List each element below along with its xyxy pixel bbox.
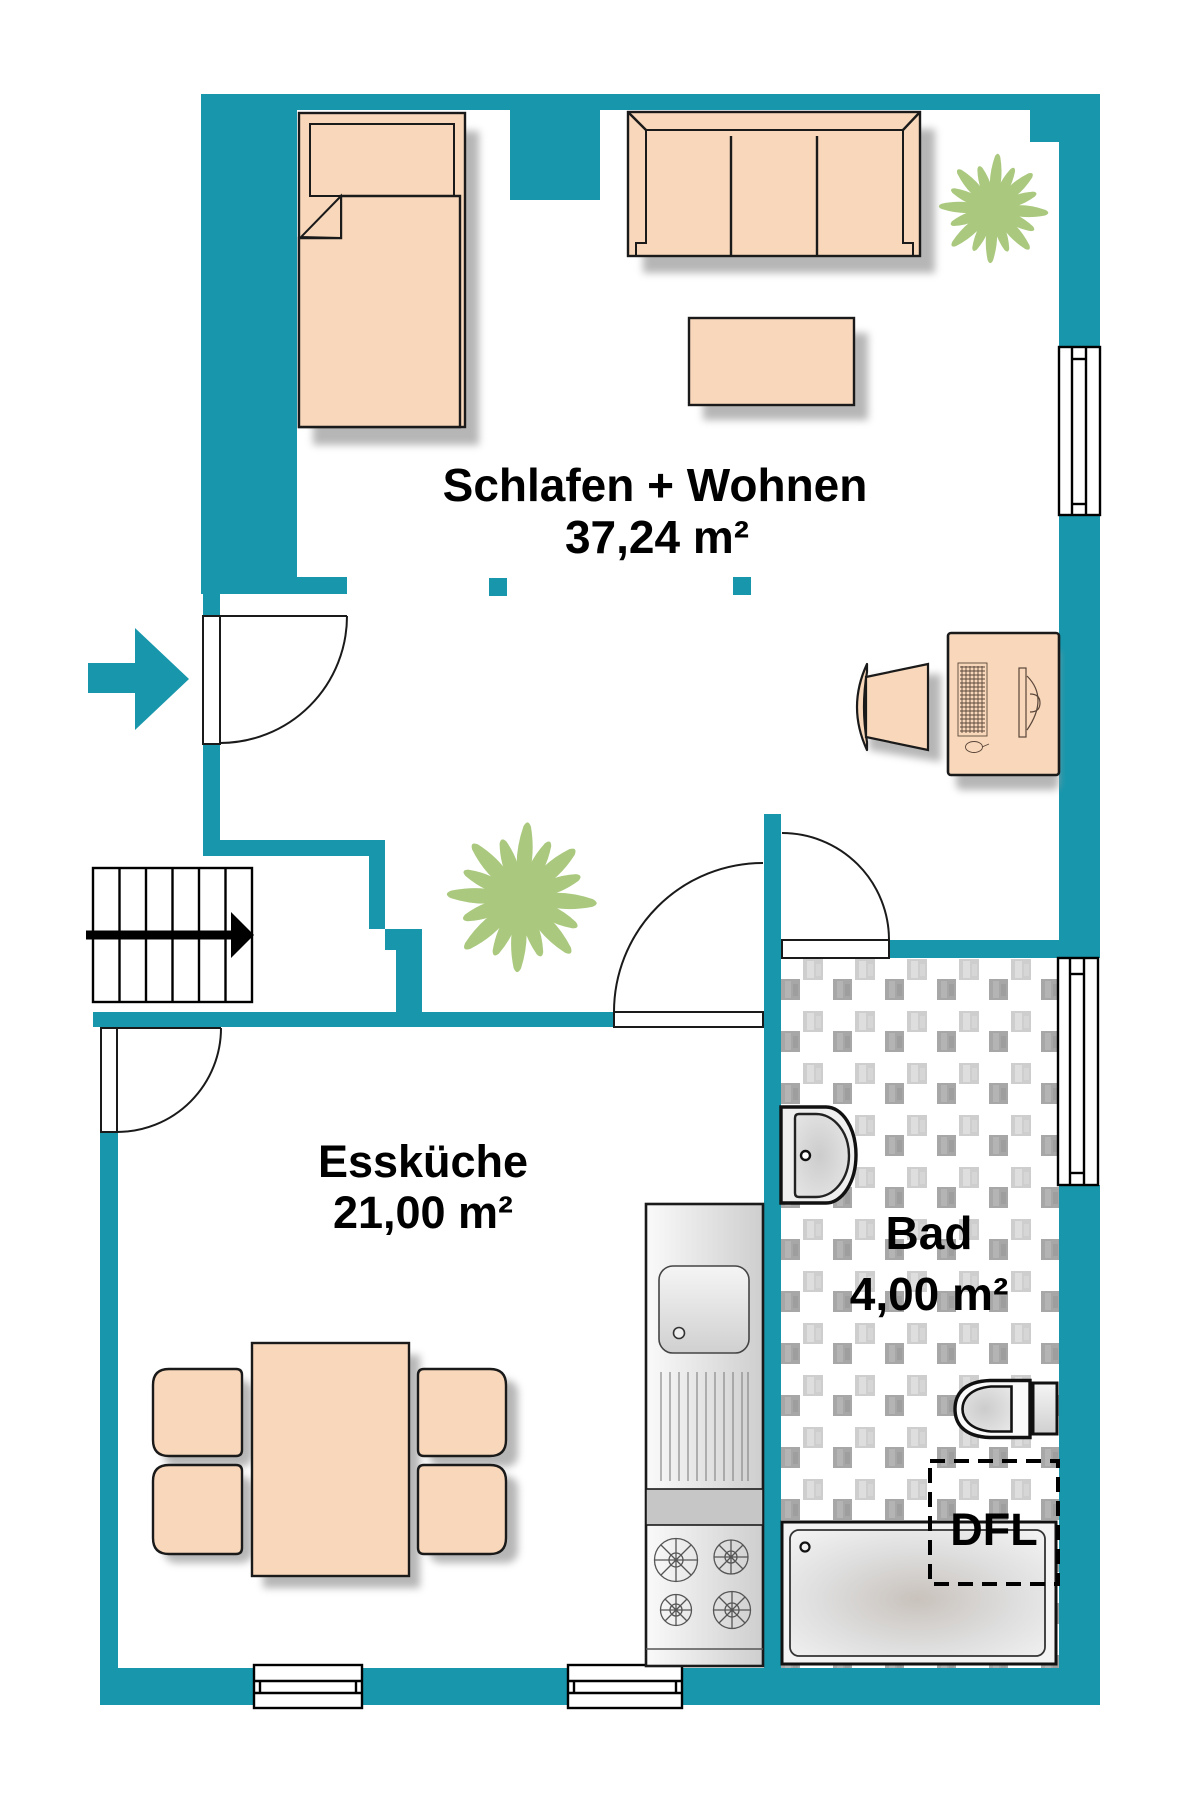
svg-text:Schlafen + Wohnen: Schlafen + Wohnen: [443, 459, 868, 511]
svg-text:4,00 m²: 4,00 m²: [850, 1268, 1009, 1320]
svg-text:21,00 m²: 21,00 m²: [333, 1187, 513, 1238]
svg-text:37,24 m²: 37,24 m²: [565, 511, 749, 563]
svg-text:Essküche: Essküche: [318, 1136, 528, 1187]
svg-text:Bad: Bad: [886, 1207, 973, 1259]
svg-text:DFL: DFL: [950, 1504, 1037, 1555]
